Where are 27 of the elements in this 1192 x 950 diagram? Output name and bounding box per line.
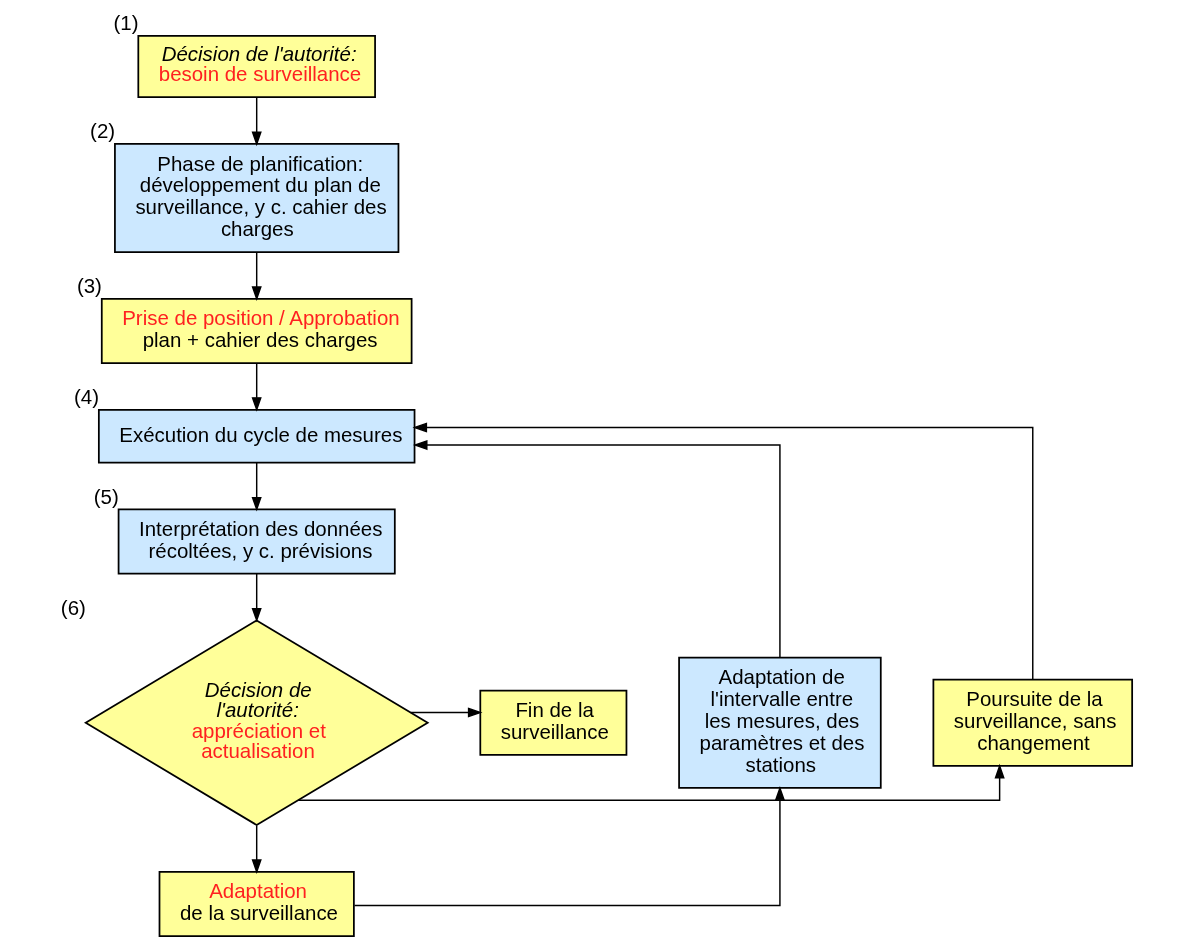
node-diamond: Décision de l'autorité: appréciation et actualisation — [83, 619, 429, 827]
node-label: (5) — [93, 484, 119, 508]
node-label: (4) — [73, 385, 99, 409]
node-label: (6) — [60, 595, 86, 619]
arrow — [412, 439, 781, 659]
arrow — [251, 462, 262, 512]
node-box: Phase de planification: développement du plan de surveillance, y c. cahier des charges — [113, 143, 399, 253]
arrow — [251, 251, 262, 301]
node-box: Poursuite de la surveillance, sans changement — [932, 678, 1133, 767]
arrow — [297, 763, 1005, 801]
node-box: Adaptation de l'intervalle entre les mesures, des paramètres et des stations — [677, 656, 882, 789]
arrow — [251, 824, 262, 874]
node-box: Adaptation de la surveillance — [158, 870, 355, 937]
node-label: (3) — [76, 274, 102, 298]
node-box: Fin de la surveillance — [478, 689, 627, 756]
node-label: (1) — [112, 11, 138, 35]
arrow — [251, 573, 262, 623]
arrow — [353, 785, 785, 907]
node-box: Interprétation des données récoltées, y c. prévisions — [117, 508, 396, 575]
arrow — [409, 707, 482, 718]
node-box: Exécution du cycle de mesures — [97, 409, 415, 464]
arrow — [411, 422, 1033, 680]
node-label: (2) — [89, 119, 115, 143]
arrow — [251, 96, 262, 147]
node-box: Décision de l'autorité: besoin de surveillance — [136, 34, 376, 99]
arrow — [251, 363, 262, 412]
node-box: Prise de position / Approbation plan + cahier des charges — [100, 298, 412, 365]
